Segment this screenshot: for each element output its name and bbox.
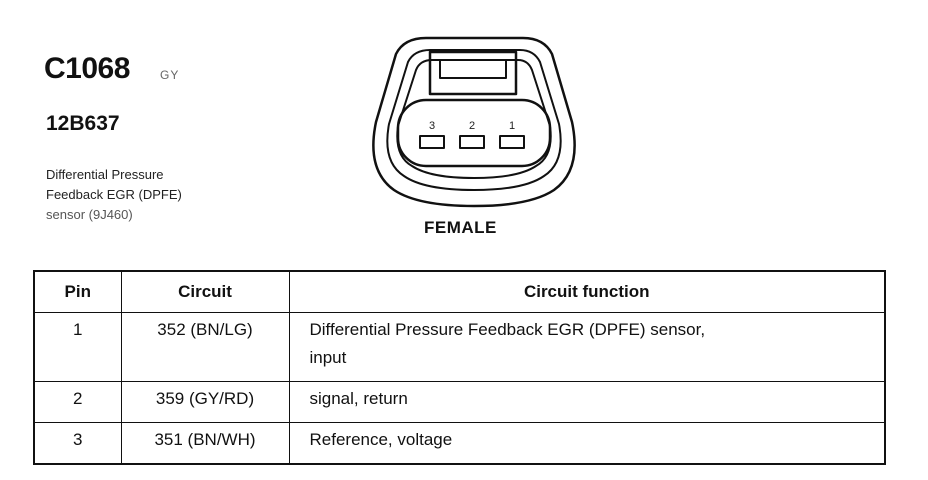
- function-cell: signal, return: [288, 381, 886, 423]
- column-header-circuit: Circuit: [120, 270, 290, 313]
- connector-outer-shell: [372, 36, 576, 208]
- description-line: Differential Pressure: [46, 167, 164, 182]
- function-cell: Differential Pressure Feedback EGR (DPFE…: [288, 312, 886, 382]
- circuit-cell: 359 (GY/RD): [120, 381, 290, 423]
- pinout-table: Pin Circuit Circuit function 1 352 (BN/L…: [33, 270, 886, 465]
- pin-cavity-1: [499, 135, 525, 149]
- locking-tab-window: [439, 59, 507, 79]
- locking-tab: [428, 50, 518, 96]
- table-row: 1 352 (BN/LG) Differential Pressure Feed…: [33, 312, 886, 382]
- description-line: Feedback EGR (DPFE): [46, 187, 182, 202]
- circuit-cell: 352 (BN/LG): [120, 312, 290, 382]
- pin-cell: 1: [33, 312, 122, 382]
- circuit-cell: 351 (BN/WH): [120, 422, 290, 465]
- part-number: 12B637: [46, 112, 120, 135]
- column-header-pin: Pin: [33, 270, 122, 313]
- connector-id: C1068: [44, 52, 130, 85]
- function-line: input: [309, 348, 347, 367]
- connector-face-diagram: 3 2 1: [372, 36, 576, 208]
- table-header-row: Pin Circuit Circuit function: [33, 270, 886, 313]
- pin-cavity-2: [459, 135, 485, 149]
- function-line: Differential Pressure Feedback EGR (DPFE…: [309, 320, 706, 339]
- connector-color-code: GY: [160, 68, 180, 82]
- description-line: sensor (9J460): [46, 207, 133, 222]
- pin-cavity-housing: [396, 98, 552, 168]
- connector-gender-label: FEMALE: [424, 218, 497, 237]
- pin-cell: 3: [33, 422, 122, 465]
- column-header-circuit-function: Circuit function: [288, 270, 886, 313]
- pin-label-1: 1: [509, 120, 515, 132]
- pin-cavity-3: [419, 135, 445, 149]
- pin-label-2: 2: [469, 120, 475, 132]
- connector-inner-wall: [386, 49, 562, 191]
- pin-label-3: 3: [429, 120, 435, 132]
- table-row: 2 359 (GY/RD) signal, return: [33, 381, 886, 423]
- pin-cell: 2: [33, 381, 122, 423]
- table-row: 3 351 (BN/WH) Reference, voltage: [33, 422, 886, 465]
- function-cell: Reference, voltage: [288, 422, 886, 465]
